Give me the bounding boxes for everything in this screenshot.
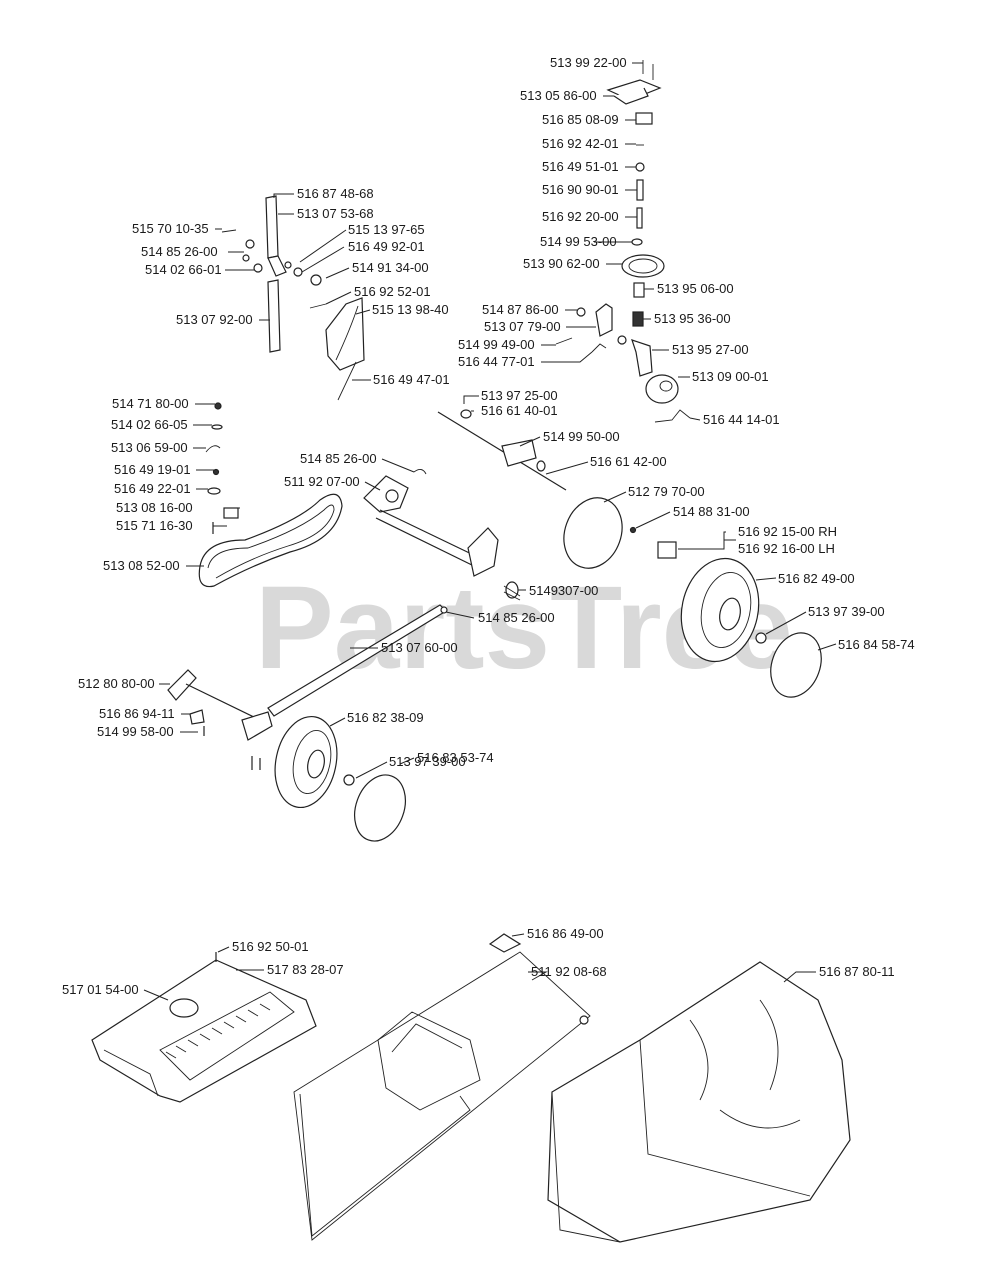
rear-right-wheel-group bbox=[563, 497, 822, 698]
part-label: 514 99 50-00 bbox=[543, 429, 620, 444]
part-label: 511 92 07-00 bbox=[284, 474, 360, 489]
part-labels: 513 99 22-00 513 05 86-00 516 85 08-09 5… bbox=[62, 55, 915, 997]
part-label: 515 70 10-35 bbox=[132, 221, 209, 236]
part-label: 513 07 92-00 bbox=[176, 312, 253, 327]
part-label: 514 99 58-00 bbox=[97, 724, 174, 739]
part-label: 516 87 48-68 bbox=[297, 186, 374, 201]
part-label: 513 95 27-00 bbox=[672, 342, 749, 357]
part-label: 514 85 26-00 bbox=[478, 610, 555, 625]
part-label: 517 83 28-07 bbox=[267, 962, 344, 977]
part-label: 513 09 00-01 bbox=[692, 369, 769, 384]
part-label: 514 99 49-00 bbox=[458, 337, 535, 352]
front-wheel-group bbox=[167, 604, 448, 842]
part-label: 513 07 53-68 bbox=[297, 206, 374, 221]
part-label: 513 06 59-00 bbox=[111, 440, 188, 455]
grass-bag-frame bbox=[293, 933, 591, 1241]
part-label: 515 13 97-65 bbox=[348, 222, 425, 237]
axle-assembly bbox=[363, 409, 567, 601]
part-label: 516 49 19-01 bbox=[114, 462, 191, 477]
part-label: 516 86 49-00 bbox=[527, 926, 604, 941]
part-label: 516 82 38-09 bbox=[347, 710, 424, 725]
leader-lines bbox=[143, 62, 837, 1001]
part-label: 516 85 08-09 bbox=[542, 112, 619, 127]
part-label: 512 79 70-00 bbox=[628, 484, 705, 499]
height-adjuster-stack bbox=[555, 60, 691, 423]
part-label: 514 87 86-00 bbox=[482, 302, 559, 317]
part-label: 516 84 58-74 bbox=[838, 637, 915, 652]
part-label: 516 49 51-01 bbox=[542, 159, 619, 174]
part-label: 513 97 25-00 bbox=[481, 388, 558, 403]
part-label: 513 90 62-00 bbox=[523, 256, 600, 271]
part-label: 516 92 52-01 bbox=[354, 284, 431, 299]
part-label: 514 85 26-00 bbox=[300, 451, 377, 466]
part-label: 514 85 26-00 bbox=[141, 244, 218, 259]
part-label: 514 02 66-05 bbox=[111, 417, 188, 432]
lever-assembly bbox=[221, 195, 365, 401]
part-label: 513 08 52-00 bbox=[103, 558, 180, 573]
part-label: 511 92 08-68 bbox=[531, 964, 607, 979]
part-label: 516 92 20-00 bbox=[542, 209, 619, 224]
part-label: 516 90 90-01 bbox=[542, 182, 619, 197]
part-label: 516 86 94-11 bbox=[99, 706, 175, 721]
part-label: 516 92 15-00 RH bbox=[738, 524, 837, 539]
part-label: 513 95 06-00 bbox=[657, 281, 734, 296]
part-label: 513 97 39-00 bbox=[389, 754, 466, 769]
part-label: 516 92 50-01 bbox=[232, 939, 309, 954]
part-label: 516 87 80-11 bbox=[819, 964, 895, 979]
part-label: 516 82 49-00 bbox=[778, 571, 855, 586]
small-parts-column bbox=[205, 402, 239, 534]
part-label: 513 07 60-00 bbox=[381, 640, 458, 655]
part-label: 514 02 66-01 bbox=[145, 262, 222, 277]
part-label: 516 92 42-01 bbox=[542, 136, 619, 151]
part-label: 512 80 80-00 bbox=[78, 676, 155, 691]
part-label: 513 05 86-00 bbox=[520, 88, 597, 103]
part-label: 5149307-00 bbox=[529, 583, 598, 598]
grass-bag bbox=[547, 961, 851, 1243]
part-label: 516 61 42-00 bbox=[590, 454, 667, 469]
part-label: 516 44 77-01 bbox=[458, 354, 535, 369]
drive-belt bbox=[198, 493, 343, 588]
part-label: 513 07 79-00 bbox=[484, 319, 561, 334]
part-label: 514 91 34-00 bbox=[352, 260, 429, 275]
part-label: 514 99 53-00 bbox=[540, 234, 617, 249]
part-label: 513 97 39-00 bbox=[808, 604, 885, 619]
part-label: 515 13 98-40 bbox=[372, 302, 449, 317]
part-label: 513 08 16-00 bbox=[116, 500, 193, 515]
part-label: 515 71 16-30 bbox=[116, 518, 193, 533]
part-label: 514 88 31-00 bbox=[673, 504, 750, 519]
part-label: 513 95 36-00 bbox=[654, 311, 731, 326]
part-label: 513 99 22-00 bbox=[550, 55, 627, 70]
deflector-plate bbox=[91, 952, 317, 1103]
part-label: 516 49 22-01 bbox=[114, 481, 191, 496]
part-label: 516 44 14-01 bbox=[703, 412, 780, 427]
part-label: 517 01 54-00 bbox=[62, 982, 139, 997]
part-label: 516 83 53-74 bbox=[417, 750, 494, 765]
part-label: 516 49 92-01 bbox=[348, 239, 425, 254]
part-label: 516 92 16-00 LH bbox=[738, 541, 835, 556]
part-label: 516 49 47-01 bbox=[373, 372, 450, 387]
part-label: 514 71 80-00 bbox=[112, 396, 189, 411]
part-label: 516 61 40-01 bbox=[481, 403, 558, 418]
